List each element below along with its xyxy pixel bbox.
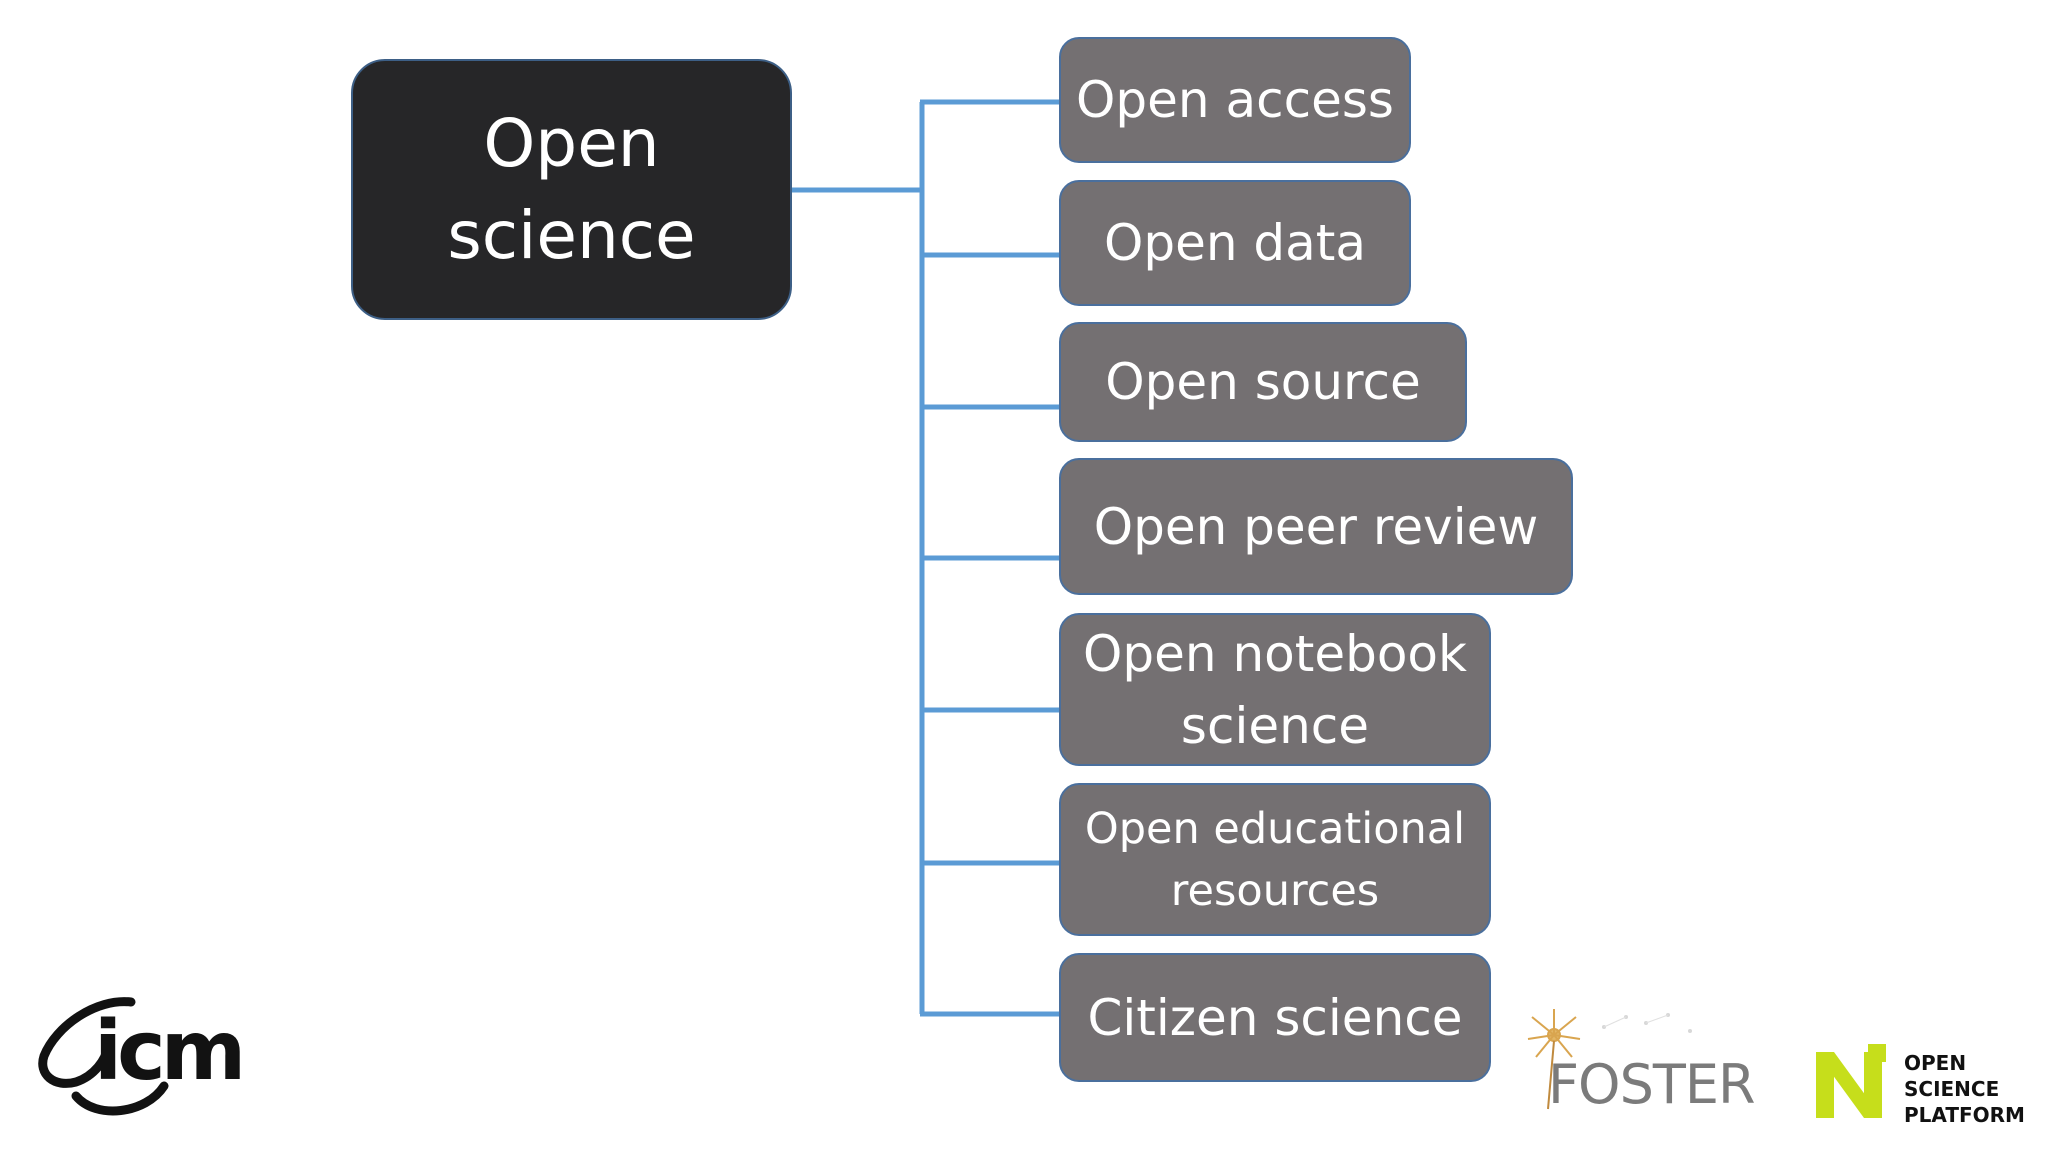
branch-node-citizen-science: Citizen science: [1059, 953, 1491, 1082]
branch-label-open-data: Open data: [1103, 214, 1367, 272]
branch-node-open-access: Open access: [1059, 37, 1411, 163]
root-node-label: Open science: [447, 104, 696, 274]
foster-logo: FOSTER: [1518, 1005, 1758, 1123]
branch-node-open-data: Open data: [1059, 180, 1411, 306]
dandelion-icon: [1527, 1009, 1692, 1110]
root-node: Open science: [351, 59, 792, 320]
branch-node-open-educational-resources: Open educational resources: [1059, 783, 1491, 936]
branch-label-open-source: Open source: [1105, 353, 1421, 411]
osp-wordmark: OPEN SCIENCE PLATFORM: [1904, 1051, 2025, 1127]
branch-node-open-peer-review: Open peer review: [1059, 458, 1573, 595]
branch-label-open-educational-resources: Open educational resources: [1084, 803, 1466, 916]
branch-label-open-notebook-science: Open notebook science: [1083, 624, 1467, 755]
branch-label-open-peer-review: Open peer review: [1093, 497, 1539, 556]
foster-wordmark: FOSTER: [1548, 1053, 1755, 1116]
open-science-platform-logo: OPEN SCIENCE PLATFORM: [1812, 1044, 2038, 1134]
branch-node-open-source: Open source: [1059, 322, 1467, 442]
branch-label-open-access: Open access: [1076, 71, 1394, 129]
icm-logo: icm: [36, 996, 246, 1122]
icm-orbit-icon: [38, 997, 169, 1116]
branch-label-citizen-science: Citizen science: [1087, 988, 1463, 1047]
icm-wordmark: icm: [94, 1004, 246, 1099]
branch-node-open-notebook-science: Open notebook science: [1059, 613, 1491, 766]
osp-mark-icon: [1816, 1044, 1886, 1118]
